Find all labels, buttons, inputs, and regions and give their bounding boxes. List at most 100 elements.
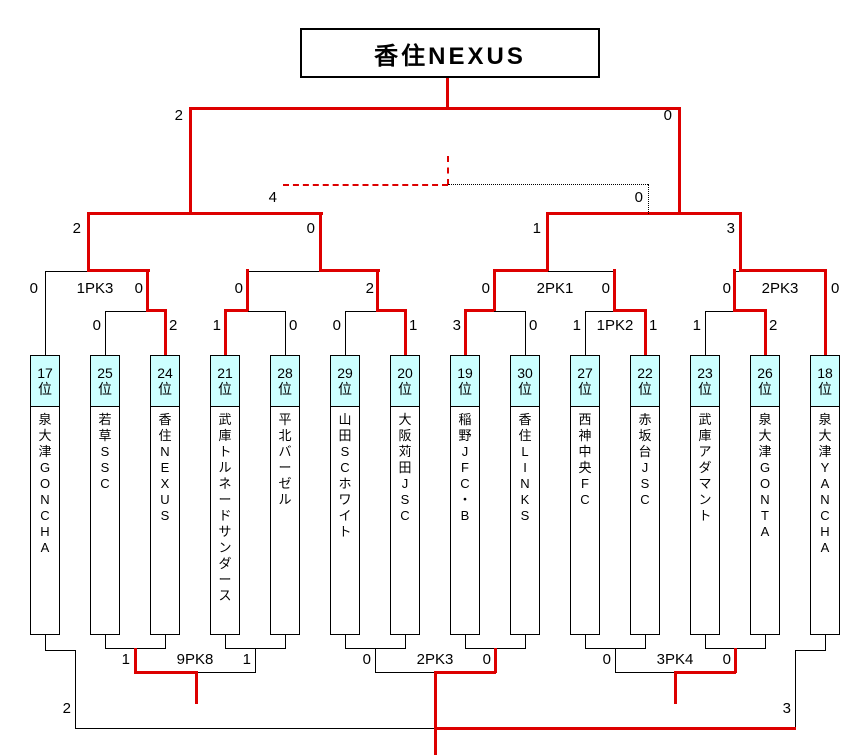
score-c2-r: 0 xyxy=(482,651,491,668)
team-rank-number: 21 xyxy=(217,364,233,381)
bracket-line xyxy=(585,311,586,355)
team-name-char: A xyxy=(40,540,50,555)
team-name-char: 武 xyxy=(698,412,712,427)
bracket-line xyxy=(434,671,496,674)
team-name-char: 田 xyxy=(338,428,352,443)
bracket-line xyxy=(674,671,736,674)
team-name-char: 大 xyxy=(398,412,412,427)
score-c1-r: 1 xyxy=(242,651,251,668)
team-rank-number: 27 xyxy=(577,364,593,381)
bracket-line xyxy=(465,635,466,648)
bracket-line xyxy=(678,107,681,214)
bracket-line xyxy=(464,309,495,312)
bracket-line xyxy=(448,184,648,185)
team-rank-unit: 位 xyxy=(38,381,52,397)
team-name-char: 香 xyxy=(518,412,532,427)
bracket-line xyxy=(87,212,90,272)
bracket-line xyxy=(105,635,106,648)
bracket-line xyxy=(645,635,646,648)
score-m2-r: 0 xyxy=(289,317,298,334)
team-name-char: 台 xyxy=(638,444,652,459)
team-name-char: 大 xyxy=(818,428,832,443)
team-name-char: 赤 xyxy=(638,412,652,427)
score-qfC-r: 0 xyxy=(601,280,610,297)
bracket-line xyxy=(105,311,106,355)
team-name-char: ル xyxy=(218,460,232,475)
team-rank-unit: 位 xyxy=(98,381,112,397)
bracket-line xyxy=(733,309,767,312)
score-sf-left-r: 0 xyxy=(306,220,315,237)
bracket-line xyxy=(795,650,796,729)
score-qfA-r: 0 xyxy=(134,280,143,297)
score-final-left: 2 xyxy=(174,107,183,124)
bracket-line xyxy=(795,650,826,651)
team-name-char: 坂 xyxy=(638,428,652,443)
bracket-line xyxy=(45,650,76,651)
score-bottom-right: 3 xyxy=(782,700,791,717)
bracket-line xyxy=(225,635,226,648)
bracket-line xyxy=(644,309,647,355)
team-rank-number: 29 xyxy=(337,364,353,381)
team-rank-number: 22 xyxy=(637,364,653,381)
bracket-line xyxy=(446,78,449,110)
score-m3-r: 1 xyxy=(409,317,418,334)
team-name-char: X xyxy=(160,476,170,491)
score-c2-pk: 2PK3 xyxy=(416,651,454,668)
score-qfD-pk: 2PK3 xyxy=(761,280,799,297)
team-name-char: ー xyxy=(218,492,232,507)
bracket-line xyxy=(345,635,346,648)
team-rank-unit: 位 xyxy=(158,381,172,397)
bracket-line xyxy=(674,671,677,704)
bracket-line xyxy=(434,671,437,755)
score-qfA-pk: 1PK3 xyxy=(76,280,114,297)
bracket-line xyxy=(733,269,736,312)
team-name-char: 津 xyxy=(818,444,832,459)
team-name-char: S xyxy=(100,460,110,475)
team-name-char: 北 xyxy=(278,428,292,443)
bracket-line xyxy=(376,269,379,312)
team-name-char: C xyxy=(40,508,50,523)
bracket-line xyxy=(345,311,378,312)
bracket-line xyxy=(105,311,148,312)
team-name-char: U xyxy=(160,492,170,507)
champion-box: 香住NEXUS xyxy=(300,28,600,78)
team-name-char: 津 xyxy=(758,444,772,459)
team-name-char: N xyxy=(40,492,50,507)
team-rank-number: 25 xyxy=(97,364,113,381)
score-qfC-l: 0 xyxy=(481,280,490,297)
team-name-char: 津 xyxy=(38,444,52,459)
team-name-char: G xyxy=(39,460,51,475)
bracket-line xyxy=(375,672,435,673)
team-rank-unit: 位 xyxy=(398,381,412,397)
team-name-char: H xyxy=(40,524,50,539)
team-name-char: G xyxy=(759,460,771,475)
team-name-char: S xyxy=(640,476,650,491)
team-name-char: S xyxy=(340,444,350,459)
bracket-line xyxy=(825,635,826,651)
bracket-line xyxy=(224,309,248,312)
team-name-char: 山 xyxy=(338,412,352,427)
score-m6-r: 2 xyxy=(769,317,778,334)
bracket-line xyxy=(189,107,192,214)
bracket-line xyxy=(248,271,320,272)
team-name-char: ト xyxy=(338,524,352,539)
team-name-char: 泉 xyxy=(38,412,52,427)
bracket-line xyxy=(319,212,322,272)
team-name-char: ド xyxy=(218,508,232,523)
score-m1-r: 2 xyxy=(169,317,178,334)
